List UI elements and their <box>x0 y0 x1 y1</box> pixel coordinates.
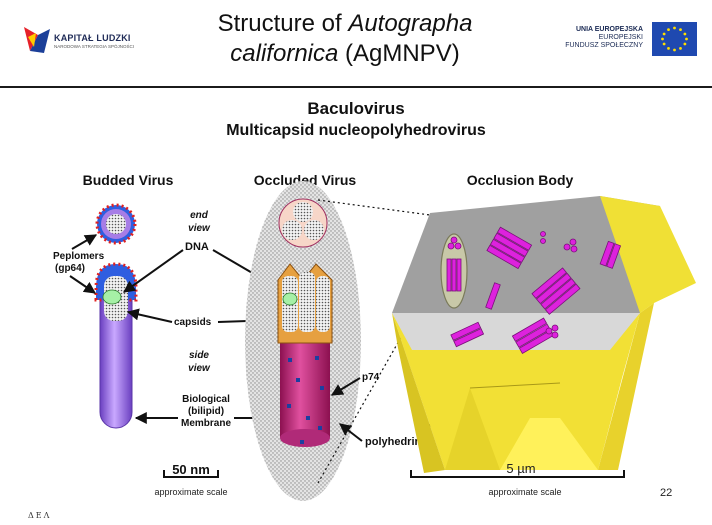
approx-scale-left: approximate scale <box>154 487 227 497</box>
capsids-arrow-bv <box>128 312 172 322</box>
title-text-1: Structure of <box>218 10 349 37</box>
eu-union-label: UNIA EUROPEJSKA <box>520 26 643 34</box>
col-occlusion-body: Occlusion Body <box>467 172 574 188</box>
budded-virus-end-view <box>97 205 135 243</box>
kapital-ludzki-subtitle: NARODOWA STRATEGIA SPÓJNOŚCI <box>54 44 134 49</box>
kapital-ludzki-emblem-icon <box>22 25 52 57</box>
footer-mark: ΔΕΛ <box>28 511 51 520</box>
membrane-label-3: Membrane <box>181 418 231 429</box>
scale-right-label: 5 µm <box>506 461 535 476</box>
scale-left-label: 50 nm <box>172 462 210 477</box>
occlusion-body <box>392 196 696 473</box>
kapital-ludzki-name: KAPITAŁ LUDZKI <box>54 33 131 43</box>
title-text-2: (AgMNPV) <box>338 40 459 67</box>
baculovirus-diagram: Baculovirus Multicapsid nucleopolyhedrov… <box>0 88 712 525</box>
approx-scale-right: approximate scale <box>488 487 561 497</box>
dna-label: DNA <box>185 241 209 253</box>
scale-bar-left: 50 nm <box>163 462 219 478</box>
eu-flag-icon <box>652 22 697 56</box>
occluded-virus <box>245 181 361 501</box>
kapital-ludzki-logo: KAPITAŁ LUDZKI NARODOWA STRATEGIA SPÓJNO… <box>22 25 172 57</box>
peplomers-label-2: (gp64) <box>55 263 85 274</box>
diagram-subheading: Multicapsid nucleopolyhedrovirus <box>226 122 486 139</box>
side-view-label-1: side <box>189 350 209 361</box>
eu-fund-line-1: EUROPEJSKI <box>520 34 643 42</box>
diagram-heading: Baculovirus <box>307 99 404 118</box>
eu-fund-line-2: FUNDUSZ SPOŁECZNY <box>520 42 643 50</box>
side-view-label-2: view <box>188 363 211 374</box>
p74-label: p74 <box>362 372 380 383</box>
page-number: 22 <box>660 487 672 499</box>
capsids-label: capsids <box>174 317 212 328</box>
membrane-label-1: Biological <box>182 394 230 405</box>
peplomers-arrow-2 <box>70 276 95 293</box>
slide-title: Structure of Autographa californica (AgM… <box>180 9 510 69</box>
end-view-label-1: end <box>190 210 209 221</box>
end-view-label-2: view <box>188 223 211 234</box>
peplomers-label-1: Peplomers <box>53 251 105 262</box>
membrane-label-2: (bilipid) <box>188 406 224 417</box>
peplomers-arrow-1 <box>72 235 96 249</box>
occluded-virus-end-view <box>279 199 327 247</box>
col-budded-virus: Budded Virus <box>83 172 174 188</box>
slide-header: KAPITAŁ LUDZKI NARODOWA STRATEGIA SPÓJNO… <box>0 0 712 88</box>
eu-text-block: UNIA EUROPEJSKA EUROPEJSKI FUNDUSZ SPOŁE… <box>520 26 643 50</box>
polyhedrin-label: polyhedrin <box>365 436 422 448</box>
